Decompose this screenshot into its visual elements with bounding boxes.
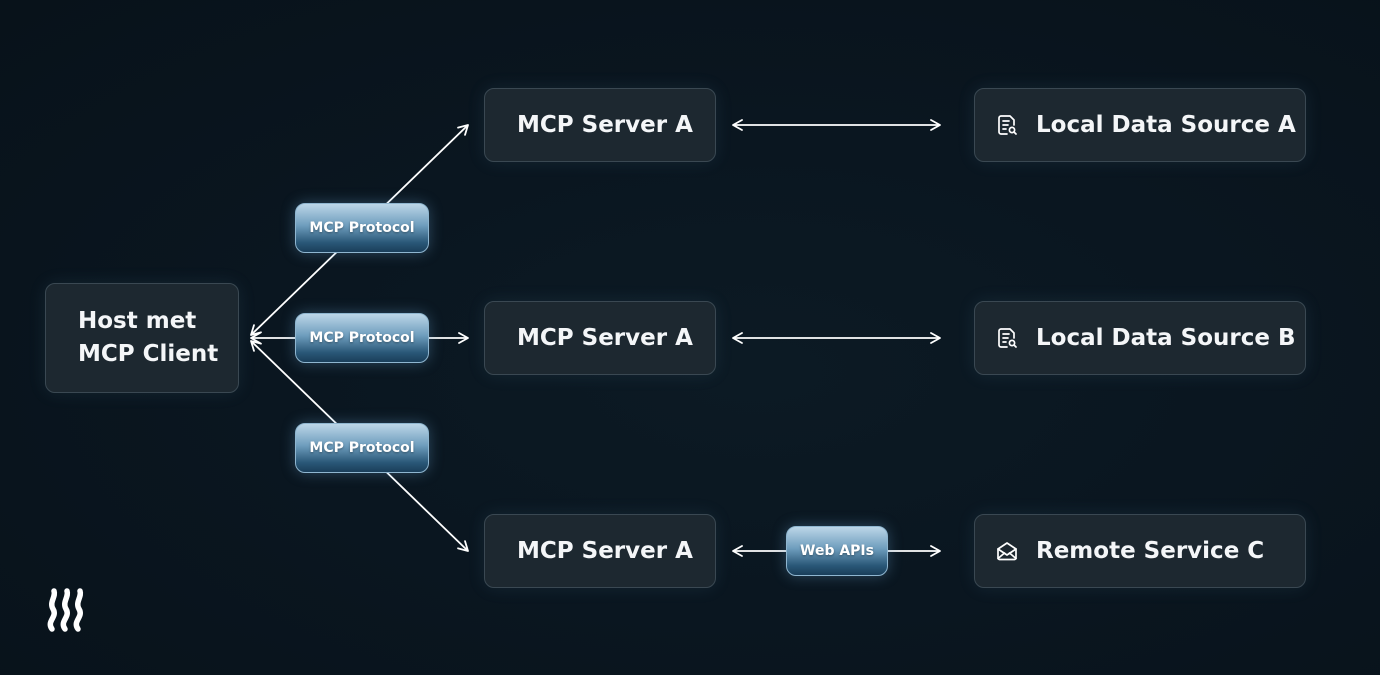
document-search-icon [995, 326, 1019, 350]
document-search-icon [995, 113, 1019, 137]
web-apis-pill: Web APIs [786, 526, 888, 576]
server-node-2: MCP Server A [484, 301, 716, 375]
envelope-icon [995, 539, 1019, 563]
server-node-1: MCP Server A [484, 88, 716, 162]
brand-wave-logo [44, 587, 88, 633]
protocol-label: MCP Protocol [309, 220, 415, 236]
source-node-a: Local Data Source A [974, 88, 1306, 162]
service-label: Remote Service C [1036, 538, 1265, 564]
host-label: Host met MCP Client [78, 308, 219, 367]
server-node-3: MCP Server A [484, 514, 716, 588]
server-label: MCP Server A [517, 325, 693, 351]
source-node-b: Local Data Source B [974, 301, 1306, 375]
server-label: MCP Server A [517, 112, 693, 138]
host-node: Host met MCP Client [45, 283, 239, 393]
source-label: Local Data Source A [1036, 112, 1296, 138]
protocol-pill-2: MCP Protocol [295, 313, 429, 363]
protocol-label: MCP Protocol [309, 330, 415, 346]
protocol-pill-3: MCP Protocol [295, 423, 429, 473]
protocol-label: MCP Protocol [309, 440, 415, 456]
service-node-c: Remote Service C [974, 514, 1306, 588]
protocol-pill-1: MCP Protocol [295, 203, 429, 253]
web-apis-label: Web APIs [800, 543, 874, 559]
server-label: MCP Server A [517, 538, 693, 564]
source-label: Local Data Source B [1036, 325, 1296, 351]
